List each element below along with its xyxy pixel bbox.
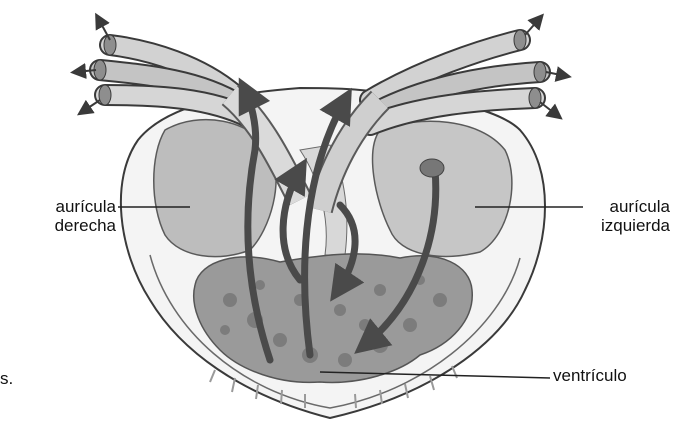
right-vessels (370, 30, 546, 125)
right-atrium-label-line1: aurícula (0, 197, 116, 216)
left-atrium-label-line1: aurícula (570, 197, 670, 216)
ventricle-label: ventrículo (553, 366, 627, 385)
left-atrium-label-line2: izquierda (570, 216, 670, 235)
left-atrium-chamber (373, 121, 512, 256)
pulmonary-vein-opening (420, 159, 444, 177)
right-atrium-label: aurícula derecha (0, 197, 116, 235)
left-atrium-label: aurícula izquierda (570, 197, 670, 235)
right-atrium-label-line2: derecha (0, 216, 116, 235)
edge-fragment-text: s. (0, 369, 13, 388)
